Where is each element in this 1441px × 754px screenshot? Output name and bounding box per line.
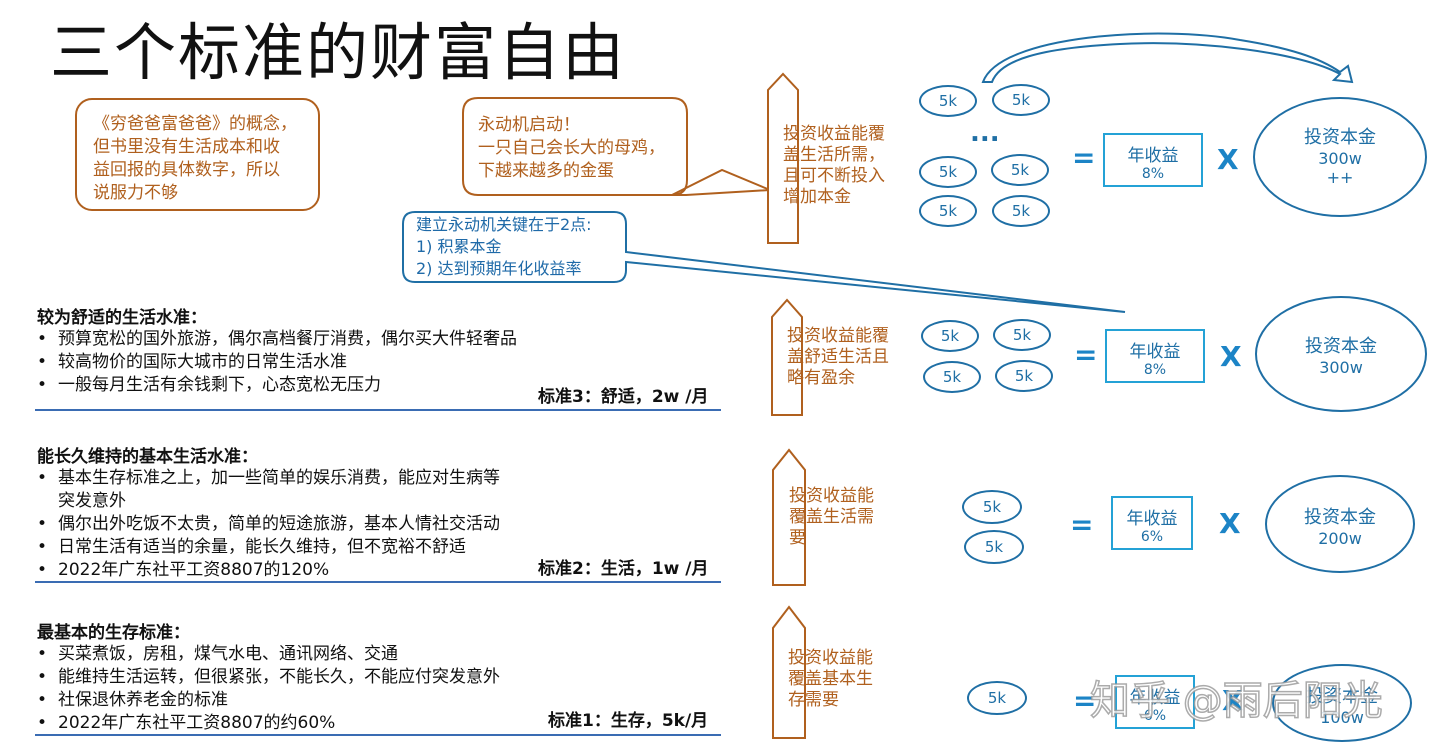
coin-5k: 5k (919, 156, 977, 188)
principal-label: 投资本金 (1304, 507, 1376, 528)
annual-return-box: 年收益 8% (1105, 329, 1205, 383)
coin-5k: 5k (964, 530, 1024, 564)
principal-oval: 投资本金 200w (1265, 475, 1415, 573)
standard-2-tag: 标准2：生活，1w /月 (538, 559, 709, 579)
divider (35, 734, 721, 736)
annual-return-rate: 8% (1141, 166, 1165, 182)
coin-5k: 5k (992, 84, 1050, 116)
divider (35, 581, 721, 583)
principal-label: 投资本金 (1305, 336, 1377, 357)
standard-1-tag: 标准1：生存，5k/月 (548, 711, 709, 731)
list-item: 买菜煮饭，房租，煤气水电、通讯网络、交通 (37, 643, 727, 666)
arrow-3-text: 投资收益能 覆盖生活需 要 (789, 486, 874, 548)
callout-keys-text: 建立永动机关键在于2点: 1) 积累本金 2) 达到预期年化收益率 (416, 215, 592, 278)
list-item: 社保退休养老金的标准 (37, 689, 727, 712)
standard-1-section: 最基本的生存标准： 买菜煮饭，房租，煤气水电、通讯网络、交通 能维持生活运转，但… (37, 618, 727, 735)
list-item: 能维持生活运转，但很紧张，不能长久，不能应付突发意外 (37, 666, 727, 689)
coin-5k: 5k (991, 154, 1049, 186)
annual-return-label: 年收益 (1129, 342, 1181, 362)
up-arrow-3 (772, 448, 806, 586)
coin-5k: 5k (919, 85, 977, 117)
equals-sign: = (1074, 338, 1098, 371)
watermark: 知乎 @雨后阳光 (1089, 677, 1383, 725)
callout-perpetual-box (462, 97, 771, 196)
callout-perpetual-text: 永动机启动！ 一只自己会长大的母鸡， 下越来越多的金蛋 (478, 115, 665, 181)
multiply-sign: X (1219, 507, 1241, 540)
list-item: 2022年广东社平工资8807的约60% (37, 712, 727, 735)
principal-oval: 投资本金 300w ++ (1253, 97, 1427, 217)
list-item: 基本生存标准之上，加一些简单的娱乐消费，能应对生病等 (37, 467, 727, 490)
annual-return-rate: 6% (1143, 708, 1167, 724)
principal-amount: 300w (1318, 149, 1362, 168)
list-item: 偶尔出外吃饭不太贵，简单的短途旅游，基本人情社交活动 (37, 513, 727, 536)
arrow-2-text: 投资收益能覆 盖舒适生活且 略有盈余 (787, 326, 889, 388)
list-item: 预算宽松的国外旅游，偶尔高档餐厅消费，偶尔买大件轻奢品 (37, 328, 727, 351)
annual-return-box: 年收益 8% (1103, 133, 1203, 187)
standard-3-list: 预算宽松的国外旅游，偶尔高档餐厅消费，偶尔买大件轻奢品 较高物价的国际大城市的日… (37, 328, 727, 397)
principal-amount: 200w (1318, 529, 1362, 548)
standard-3-heading: 较为舒适的生活水准： (37, 308, 207, 328)
principal-oval: 投资本金 300w (1255, 296, 1427, 412)
standard-1-list: 买菜煮饭，房租，煤气水电、通讯网络、交通 能维持生活运转，但很紧张，不能长久，不… (37, 643, 727, 735)
page-title: 三个标准的财富自由 (50, 16, 627, 89)
coin-5k: 5k (919, 195, 977, 227)
annual-return-box: 年收益 6% (1115, 675, 1195, 729)
coin-5k: 5k (992, 195, 1050, 227)
standard-1-heading: 最基本的生存标准： (37, 623, 190, 643)
standard-2-list: 基本生存标准之上，加一些简单的娱乐消费，能应对生病等 突发意外 偶尔出外吃饭不太… (37, 467, 727, 582)
annual-return-rate: 6% (1140, 529, 1164, 545)
principal-extra: ++ (1326, 168, 1354, 187)
coin-5k: 5k (967, 681, 1027, 715)
annual-return-label: 年收益 (1127, 146, 1179, 166)
principal-label: 投资本金 (1306, 686, 1378, 707)
coin-5k: 5k (995, 360, 1053, 392)
list-item: 一般每月生活有余钱剩下，心态宽松无压力 (37, 374, 727, 397)
equals-sign: = (1070, 508, 1094, 541)
callout-keys-box (402, 211, 1126, 313)
annual-return-label: 年收益 (1129, 688, 1181, 708)
list-item: 突发意外 (58, 491, 126, 511)
annual-return-rate: 8% (1143, 362, 1167, 378)
divider (35, 409, 721, 411)
coin-5k: 5k (962, 490, 1022, 524)
standard-3-tag: 标准3：舒适，2w /月 (538, 387, 709, 407)
arrow-1-text: 投资收益能覆 盖生活所需， 且可不断投入 增加本金 (783, 124, 885, 207)
multiply-sign: X (1220, 340, 1242, 373)
equals-sign: = (1072, 141, 1096, 174)
coin-5k: 5k (993, 319, 1051, 351)
multiply-sign: X (1217, 143, 1239, 176)
list-item: 较高物价的国际大城市的日常生活水准 (37, 351, 727, 374)
principal-oval: 投资本金 100w (1272, 664, 1412, 742)
ellipsis: ... (970, 118, 1000, 148)
principal-amount: 300w (1319, 358, 1363, 377)
list-item: 2022年广东社平工资8807的120% (37, 559, 727, 582)
arrow-4-text: 投资收益能 覆盖基本生 存需要 (788, 648, 873, 710)
up-arrow-2 (771, 298, 803, 416)
callout-rich-dad-box (75, 98, 320, 211)
up-arrow-4 (772, 605, 806, 739)
standard-2-heading: 能长久维持的基本生活水准： (37, 447, 258, 467)
callout-rich-dad-text: 《穷爸爸富爸爸》的概念， 但书里没有生活成本和收 益回报的具体数字，所以 说服力… (93, 114, 297, 203)
principal-label: 投资本金 (1304, 127, 1376, 148)
annual-return-label: 年收益 (1126, 509, 1178, 529)
equals-sign: = (1073, 684, 1097, 717)
coin-5k: 5k (923, 361, 981, 393)
reinvest-arrow (981, 32, 1354, 84)
up-arrow-1 (767, 72, 799, 244)
multiply-sign: X (1222, 684, 1244, 717)
annual-return-box: 年收益 6% (1111, 496, 1193, 550)
standard-3-section: 较为舒适的生活水准： 预算宽松的国外旅游，偶尔高档餐厅消费，偶尔买大件轻奢品 较… (37, 303, 727, 397)
standard-2-section: 能长久维持的基本生活水准： 基本生存标准之上，加一些简单的娱乐消费，能应对生病等… (37, 442, 727, 582)
coin-5k: 5k (921, 320, 979, 352)
principal-amount: 100w (1320, 708, 1364, 727)
list-item: 日常生活有适当的余量，能长久维持，但不宽裕不舒适 (37, 536, 727, 559)
